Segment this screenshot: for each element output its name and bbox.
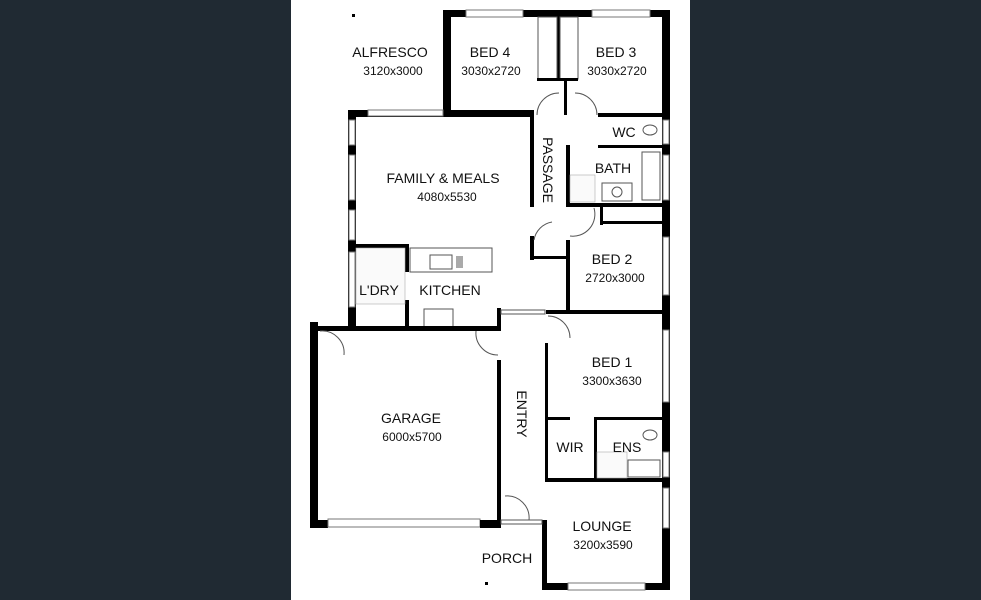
room-label-bed3: BED 3 [596, 44, 637, 60]
room-size-bed3: 3030x2720 [587, 64, 647, 78]
room-size-garage: 6000x5700 [382, 430, 442, 444]
room-size-alfresco: 3120x3000 [363, 64, 423, 78]
room-label-lounge: LOUNGE [572, 518, 631, 534]
room-label-ens: ENS [613, 439, 642, 455]
room-size-bed2: 2720x3000 [585, 271, 645, 285]
room-label-alfresco: ALFRESCO [352, 44, 428, 60]
marker [485, 582, 488, 585]
room-size-family: 4080x5530 [417, 190, 477, 204]
room-label-passage: PASSAGE [540, 137, 556, 203]
room-label-bath: BATH [595, 160, 631, 176]
room-label-garage: GARAGE [381, 410, 441, 426]
room-size-bed4: 3030x2720 [461, 64, 521, 78]
room-label-kitchen: KITCHEN [419, 282, 480, 298]
room-size-lounge: 3200x3590 [573, 538, 633, 552]
room-label-entry: ENTRY [514, 390, 530, 438]
room-label-wc: WC [612, 124, 635, 140]
walls [310, 9, 670, 591]
room-label-laundry: L'DRY [359, 282, 399, 298]
room-label-porch: PORCH [482, 550, 533, 566]
room-label-family: FAMILY & MEALS [386, 170, 499, 186]
room-label-bed1: BED 1 [592, 354, 633, 370]
marker [352, 14, 355, 17]
room-label-wir: WIR [556, 439, 583, 455]
door-swings [319, 92, 598, 521]
room-size-bed1: 3300x3630 [582, 374, 642, 388]
room-label-bed4: BED 4 [470, 44, 511, 60]
room-labels: ALFRESCO 3120x3000 BED 4 3030x2720 BED 3… [352, 44, 647, 566]
room-label-bed2: BED 2 [592, 251, 633, 267]
